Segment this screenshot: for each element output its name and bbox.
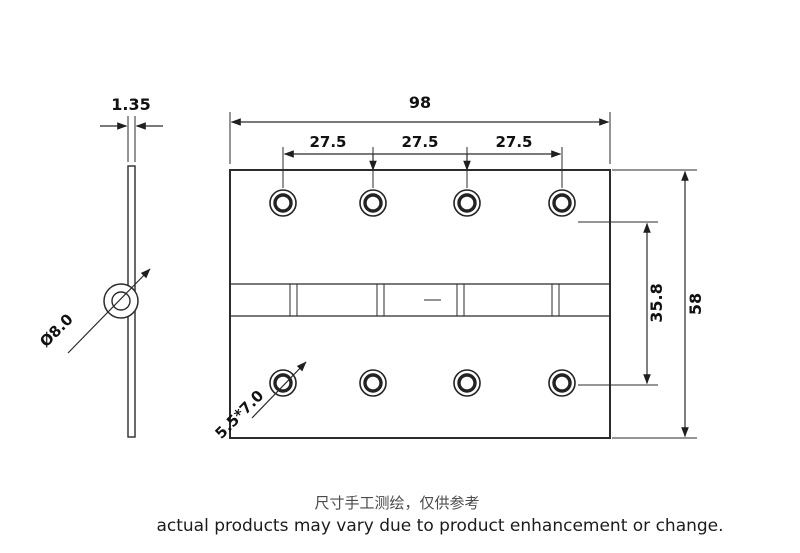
dim-spacing-label-2: 27.5 xyxy=(401,133,438,151)
screw-hole xyxy=(453,189,481,217)
screw-hole-leader xyxy=(251,361,307,419)
dimension-lines xyxy=(229,112,697,439)
front-view xyxy=(229,169,611,439)
screw-hole xyxy=(548,369,576,397)
screw-hole xyxy=(359,369,387,397)
knuckle-dividers xyxy=(289,284,560,316)
dim-rowspan-label: 35.8 xyxy=(647,283,666,322)
dim-height-label: 58 xyxy=(686,293,705,315)
dim-width-label: 98 xyxy=(409,93,431,112)
hinge-leaf-outline xyxy=(229,169,611,439)
side-view xyxy=(67,116,163,438)
screw-hole xyxy=(548,189,576,217)
screw-hole xyxy=(359,189,387,217)
screw-hole xyxy=(269,369,297,397)
footer-note-en: actual products may vary due to product … xyxy=(156,516,723,536)
pin-hole-circle xyxy=(111,291,131,311)
screw-hole xyxy=(453,369,481,397)
screw-holes-top-row xyxy=(269,189,576,217)
pin-diameter-leader xyxy=(67,268,151,354)
dim-spacing-label-1: 27.5 xyxy=(309,133,346,151)
screw-holes-bottom-row xyxy=(269,369,576,397)
dim-thickness-label: 1.35 xyxy=(111,95,150,114)
dim-pin-diameter-label: Ø8.0 xyxy=(36,310,77,351)
screw-hole xyxy=(269,189,297,217)
dim-spacing-label-3: 27.5 xyxy=(495,133,532,151)
footer-note-zh: 尺寸手工测绘，仅供参考 xyxy=(314,494,479,512)
